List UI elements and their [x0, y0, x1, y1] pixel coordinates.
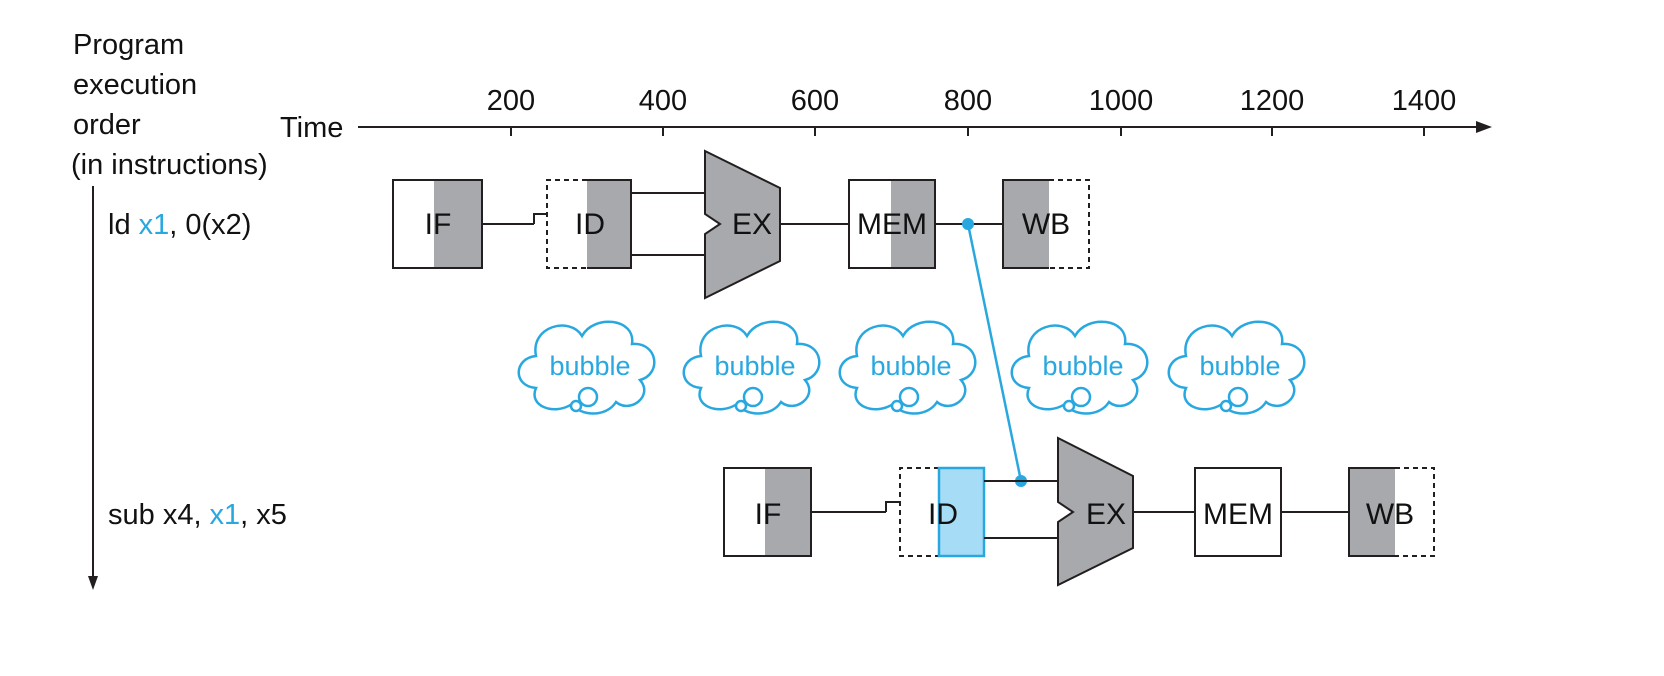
bubble-label: bubble	[1199, 351, 1280, 381]
stage-id: ID	[899, 466, 986, 558]
stage-label: MEM	[1203, 498, 1273, 531]
stage-id: ID	[546, 179, 632, 269]
stage-mem: MEM	[1194, 467, 1282, 557]
forwarding-path	[962, 218, 1027, 487]
instruction-sub: sub x4,x1, x5	[108, 499, 287, 531]
stage-label: IF	[755, 498, 782, 531]
bubble-label: bubble	[714, 351, 795, 381]
bubble: bubble	[517, 320, 656, 415]
stage-if: IF	[723, 467, 812, 557]
stage-label: ID	[928, 498, 958, 531]
order-label-line: (in instructions)	[71, 149, 268, 181]
bubble: bubble	[1010, 320, 1149, 415]
stage-label: MEM	[857, 208, 927, 241]
stage-label: ID	[575, 208, 605, 241]
bubble: bubble	[1167, 320, 1306, 415]
time-tick-label: 1000	[1089, 85, 1154, 117]
time-tick-label: 200	[487, 85, 535, 117]
stage-ex: EX	[704, 149, 781, 300]
time-tick-label: 1200	[1240, 85, 1305, 117]
time-axis: Time 200 400 600 800 1000 1200 1400	[280, 85, 1492, 144]
bubble-label: bubble	[870, 351, 951, 381]
pipeline-row-ld: IF ID EX MEM WB	[392, 149, 1090, 300]
time-tick-label: 600	[791, 85, 839, 117]
time-tick-label: 800	[944, 85, 992, 117]
stage-label: EX	[732, 208, 772, 241]
bubble-label: bubble	[549, 351, 630, 381]
time-tick-label: 400	[639, 85, 687, 117]
stage-if: IF	[392, 179, 483, 269]
stage-mem: MEM	[848, 179, 936, 269]
time-label: Time	[280, 112, 343, 144]
stage-label: EX	[1086, 498, 1126, 531]
bubble-label: bubble	[1042, 351, 1123, 381]
stage-wb: WB	[1348, 467, 1435, 557]
pipeline-row-sub: IF ID EX MEM WB	[723, 436, 1435, 587]
time-tick-label: 1400	[1392, 85, 1457, 117]
order-label-line: Program	[73, 29, 184, 61]
bubble: bubble	[838, 320, 977, 415]
stage-label: WB	[1366, 498, 1414, 531]
order-label-line: order	[73, 109, 141, 141]
bubble: bubble	[682, 320, 821, 415]
execution-order-label: Program execution order (in instructions…	[71, 29, 268, 181]
stage-label: IF	[425, 208, 452, 241]
forward-source-dot	[962, 218, 974, 230]
stage-wb: WB	[1002, 179, 1090, 269]
stage-ex: EX	[1057, 436, 1134, 587]
order-label-line: execution	[73, 69, 197, 101]
stage-label: WB	[1022, 208, 1070, 241]
order-arrow	[88, 186, 98, 590]
